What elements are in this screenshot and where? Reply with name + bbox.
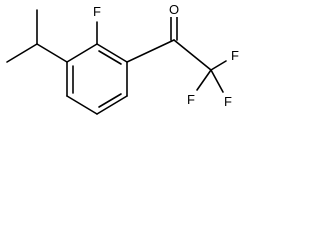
bond-ring-2 (96, 43, 128, 63)
molecule-structure (6, 9, 227, 115)
bond-isopropyl-to-ring (36, 43, 68, 63)
bond-ring-inner-bottom (98, 93, 122, 108)
bond-ring-5 (66, 95, 98, 115)
atom-label-oxygen: O (168, 2, 180, 17)
atom-label-fluorine-cf3-upper: F (229, 49, 241, 63)
atom-label-fluorine-ring: F (91, 5, 103, 19)
bond-cf3-fluorine-lower (196, 69, 212, 91)
bond-isopropyl-methyl-left (6, 43, 38, 63)
structure-canvas: F O F F F (0, 0, 254, 133)
bond-cf3-fluorine-right (210, 69, 224, 93)
bond-ring-carbonyl (126, 39, 175, 63)
bond-cf3-fluorine-upper (210, 60, 227, 71)
bond-ring-4 (96, 95, 128, 115)
bond-carbonyl-cf3 (173, 39, 212, 71)
atom-label-fluorine-cf3-right: F (222, 95, 234, 109)
bond-ring-inner-upper-right (98, 50, 122, 65)
bond-ring-1 (66, 43, 98, 63)
atom-label-fluorine-cf3-lower: F (185, 93, 197, 107)
